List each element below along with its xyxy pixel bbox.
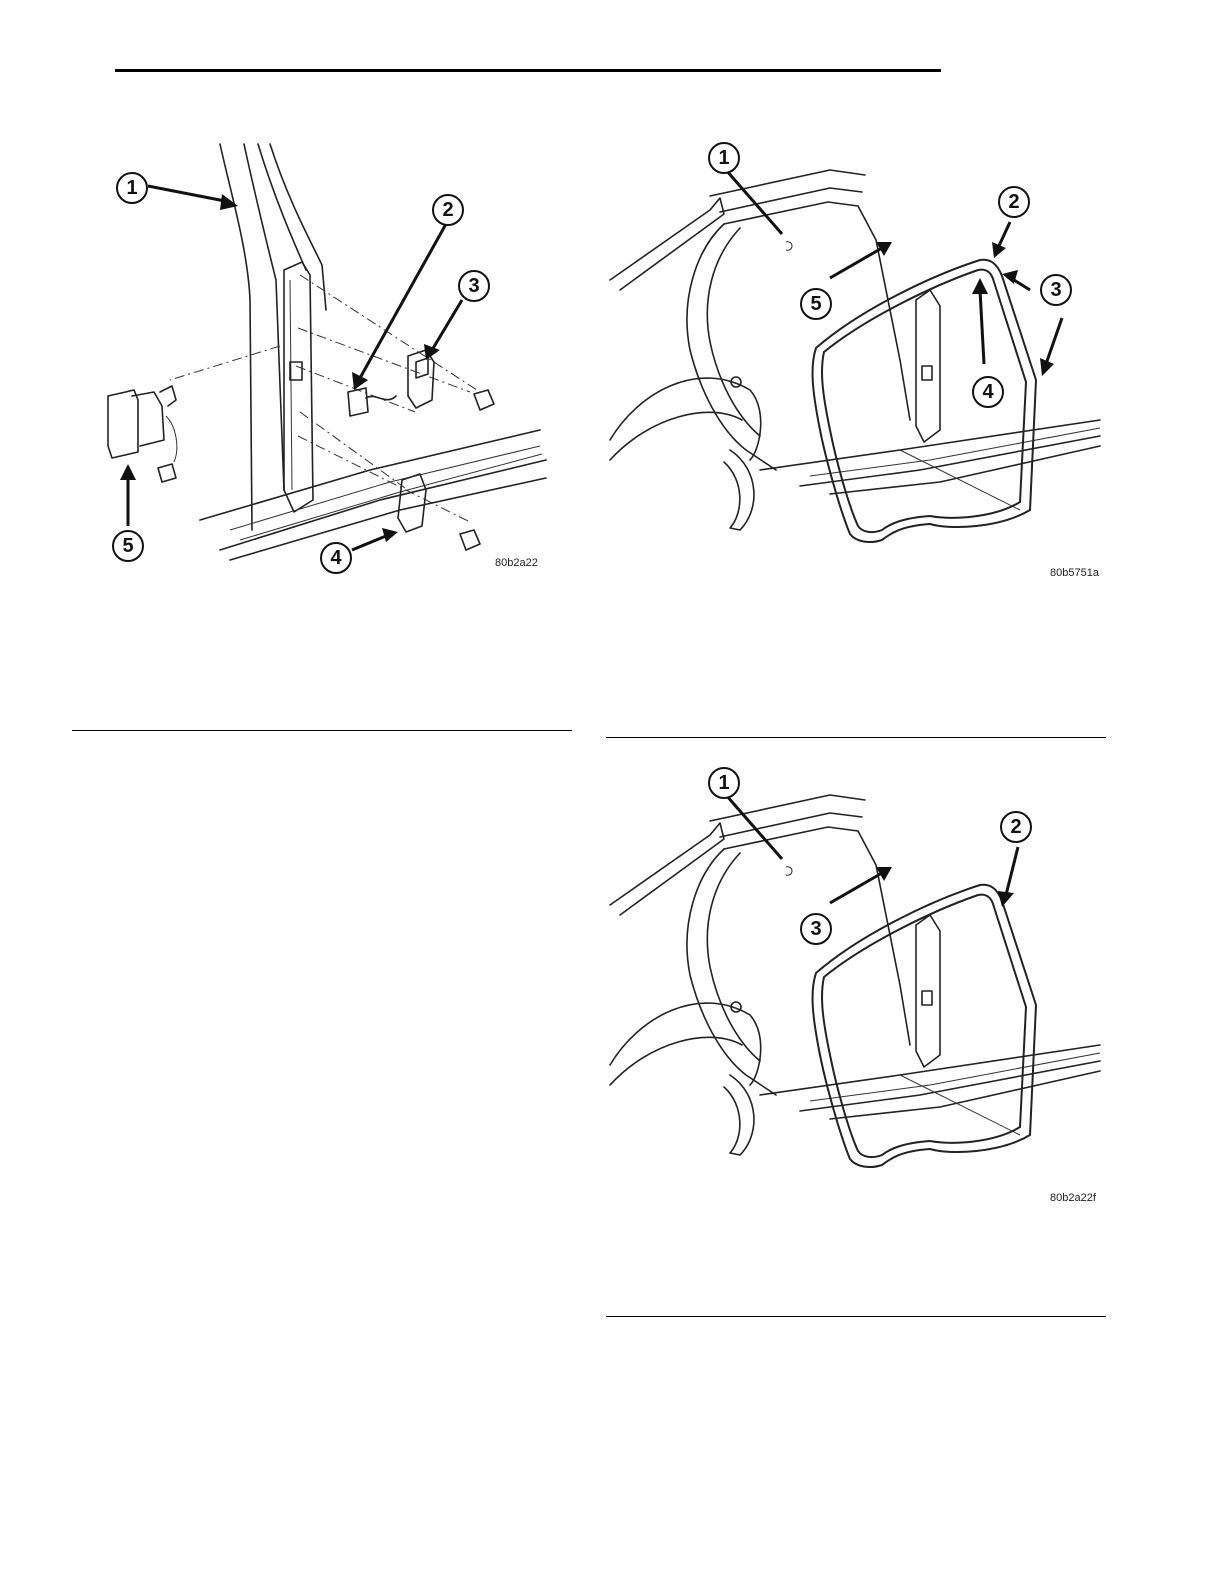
callout-1: 1 [709,768,739,798]
callout-3-label: 3 [468,275,479,297]
callout-2-label: 2 [1010,816,1021,838]
callout-1: 1 [117,173,147,203]
section-divider-right-1 [606,737,1106,738]
callout-1-label: 1 [718,772,729,794]
callout-5: 5 [113,531,143,561]
callout-5: 5 [801,289,831,319]
figure-door-hinge: 1 2 3 4 5 80b2a22 [70,130,570,590]
callout-3: 3 [459,271,489,301]
figure-weatherstrip-a-illustration: 1 2 3 4 5 80b5751a [600,130,1110,590]
callout-2-label: 2 [1008,191,1019,213]
callout-1-label: 1 [126,177,137,199]
figure-code: 80b2a22 [495,557,538,569]
callout-4-label: 4 [330,547,342,569]
figure-weatherstrip-b: 1 2 3 80b2a22f [600,755,1110,1215]
figure-door-hinge-illustration: 1 2 3 4 5 80b2a22 [70,130,570,590]
figure-weatherstrip-a: 1 2 3 4 5 80b5751a [600,130,1110,590]
callout-4-label: 4 [982,381,994,403]
callout-3: 3 [1041,275,1071,305]
callout-3: 3 [801,914,831,944]
callout-4: 4 [973,377,1003,407]
callout-2: 2 [1001,812,1031,842]
callout-1: 1 [709,143,739,173]
callout-5-label: 5 [122,535,133,557]
callout-5-label: 5 [810,293,821,315]
header-rule [115,69,941,72]
callout-1-label: 1 [718,147,729,169]
callout-4: 4 [321,543,351,573]
callout-3-label: 3 [1050,279,1061,301]
figure-code: 80b2a22f [1050,1192,1097,1204]
callout-2: 2 [999,187,1029,217]
callout-2-label: 2 [442,199,453,221]
section-divider-left [72,730,572,731]
section-divider-right-2 [606,1316,1106,1317]
figure-code: 80b5751a [1050,567,1100,579]
callout-2: 2 [433,195,463,225]
figure-weatherstrip-b-illustration: 1 2 3 80b2a22f [600,755,1110,1215]
callout-3-label: 3 [810,918,821,940]
